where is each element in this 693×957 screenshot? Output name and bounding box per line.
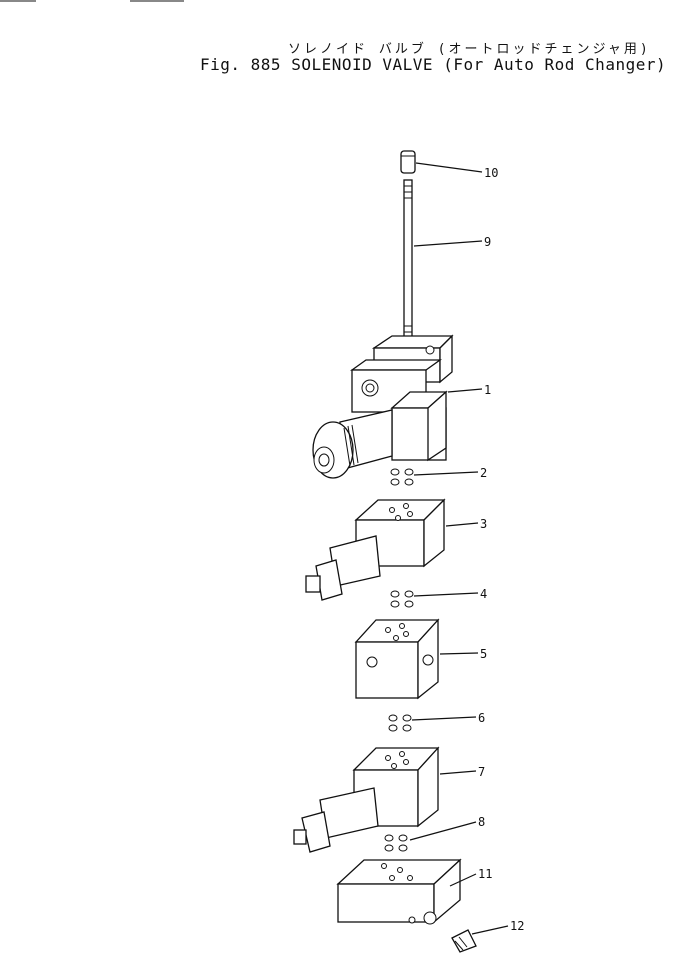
callout-5: 5 [480, 647, 487, 661]
callout-3: 3 [480, 517, 487, 531]
part-1-solenoid-valve [312, 334, 454, 479]
callout-9: 9 [484, 235, 491, 249]
callout-4: 4 [480, 587, 487, 601]
part-10-cap [400, 150, 416, 174]
callout-6: 6 [478, 711, 485, 725]
callout-12: 12 [510, 919, 524, 933]
part-9-rod [403, 179, 413, 341]
part-5-block [354, 618, 440, 700]
part-11-base-plate [336, 858, 462, 925]
leader-lines [409, 162, 509, 935]
callout-10: 10 [484, 166, 498, 180]
callout-2: 2 [480, 466, 487, 480]
callout-11: 11 [478, 867, 492, 881]
part-8-o-rings [384, 834, 408, 852]
callout-1: 1 [484, 383, 491, 397]
diagram-title-japanese: ソレノイド バルブ (オートロッドチェンジャ用) [288, 42, 651, 57]
part-12-plug [451, 929, 477, 953]
callout-7: 7 [478, 765, 485, 779]
callout-8: 8 [478, 815, 485, 829]
part-2-o-rings [390, 468, 414, 486]
part-6-o-rings [388, 714, 412, 732]
part-3-valve-block [305, 498, 446, 601]
part-4-o-rings [390, 590, 414, 608]
part-7-valve-block [293, 746, 440, 853]
diagram-title-english: Fig. 885 SOLENOID VALVE (For Auto Rod Ch… [200, 55, 667, 74]
